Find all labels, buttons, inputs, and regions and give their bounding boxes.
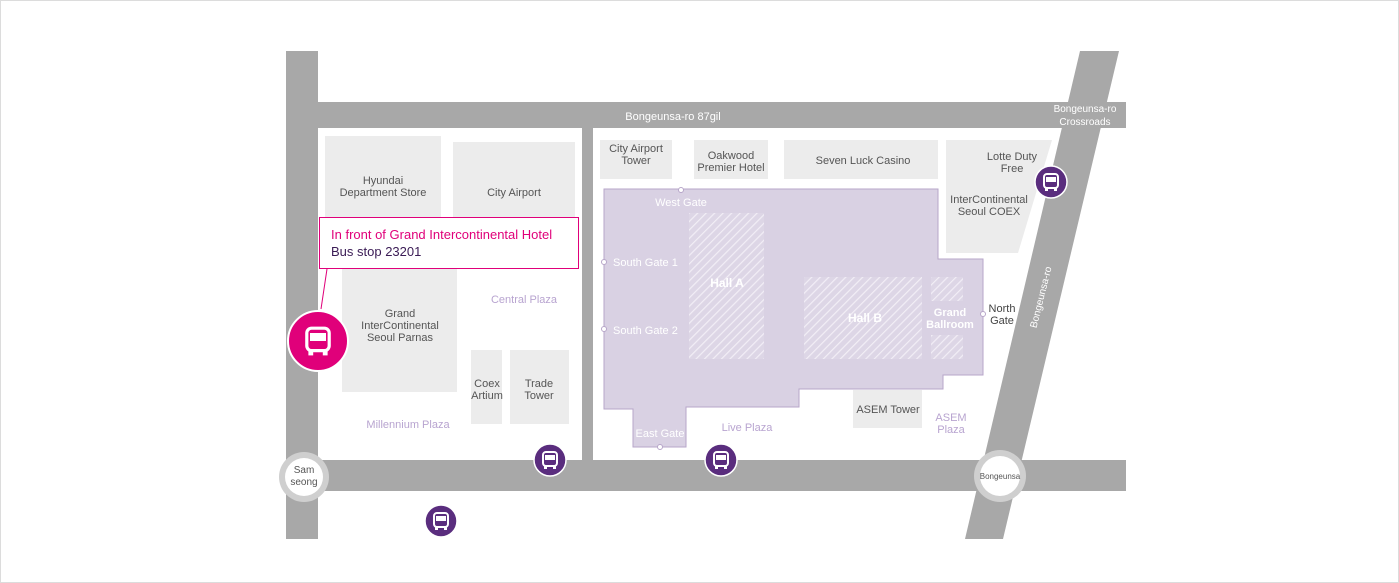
- label-ic-coex-2: Seoul COEX: [958, 206, 1021, 218]
- label-seven-luck: Seven Luck Casino: [816, 155, 911, 167]
- label-coex-artium-1: Coex: [474, 378, 500, 390]
- building-labels: Hyundai Department Store City Airport Gr…: [340, 143, 1038, 416]
- label-ballroom-1: Grand: [934, 307, 966, 319]
- label-hyundai-1: Hyundai: [363, 175, 403, 187]
- subway-station-bongeunsa[interactable]: Bongeunsa: [974, 450, 1026, 502]
- label-north-gate-1: North: [989, 303, 1016, 315]
- bus-stop-highlighted[interactable]: [287, 310, 349, 372]
- label-millennium-plaza: Millennium Plaza: [366, 419, 450, 431]
- label-live-plaza: Live Plaza: [722, 422, 774, 434]
- hall-b-area: [804, 277, 922, 359]
- bus-stop-lotte[interactable]: [1034, 165, 1068, 199]
- label-central-plaza: Central Plaza: [491, 294, 558, 306]
- label-grand-ic-2: InterContinental: [361, 320, 439, 332]
- bus-stop-south[interactable]: [424, 504, 458, 538]
- label-samseong-1: Sam: [294, 465, 315, 476]
- label-city-airport-tower-1: City Airport: [609, 143, 663, 155]
- subway-station-samseong[interactable]: Sam seong: [279, 452, 329, 502]
- label-bongeunsa: Bongeunsa: [980, 472, 1021, 481]
- label-lotte-1: Lotte Duty: [987, 151, 1038, 163]
- label-asem-plaza-1: ASEM: [935, 412, 966, 424]
- bus-stop-trade-tower[interactable]: [533, 443, 567, 477]
- label-south-gate-1: South Gate 1: [613, 257, 678, 269]
- label-ballroom-2: Ballroom: [926, 319, 974, 331]
- label-asem-tower: ASEM Tower: [856, 404, 920, 416]
- right-block-buildings: [600, 140, 1052, 428]
- plaza-labels: Central Plaza Millennium Plaza Live Plaz…: [366, 294, 966, 436]
- ballroom-area-bottom: [931, 335, 963, 359]
- label-west-gate: West Gate: [655, 197, 707, 209]
- west-gate-dot: [678, 187, 684, 193]
- callout-pointer: [320, 268, 328, 310]
- road-middle-vertical: [582, 128, 593, 460]
- label-trade-tower-2: Tower: [524, 390, 554, 402]
- label-east-gate: East Gate: [636, 428, 685, 440]
- bus-stop-callout: In front of Grand Intercontinental Hotel…: [319, 217, 579, 269]
- coex-complex: [601, 187, 986, 450]
- label-north-gate-2: Gate: [990, 315, 1014, 327]
- building-grand-intercontinental: [342, 259, 457, 392]
- building-oakwood: [694, 140, 768, 179]
- building-asem-tower: [853, 390, 922, 428]
- building-trade-tower: [510, 350, 569, 424]
- label-south-gate-2: South Gate 2: [613, 325, 678, 337]
- road-diagonal: [965, 51, 1119, 539]
- label-grand-ic-1: Grand: [385, 308, 416, 320]
- south-gate-1-dot: [601, 259, 607, 265]
- south-gate-2-dot: [601, 326, 607, 332]
- street-label-crossroads-2: Crossroads: [1059, 117, 1110, 128]
- coex-labels: West Gate South Gate 1 South Gate 2 East…: [613, 197, 1015, 440]
- label-coex-artium-2: Artium: [471, 390, 503, 402]
- label-trade-tower-1: Trade: [525, 378, 553, 390]
- east-gate-dot: [657, 444, 663, 450]
- label-asem-plaza-2: Plaza: [937, 424, 965, 436]
- callout-title: In front of Grand Intercontinental Hotel: [331, 227, 553, 242]
- label-oakwood-2: Premier Hotel: [697, 162, 764, 174]
- bus-stop-live-plaza[interactable]: [704, 443, 738, 477]
- building-seven-luck-casino: [784, 140, 938, 179]
- label-lotte-2: Free: [1001, 163, 1024, 175]
- label-hall-a: Hall A: [710, 276, 744, 290]
- callout-subtitle: Bus stop 23201: [331, 244, 422, 259]
- building-city-airport: [453, 142, 575, 217]
- label-hyundai-2: Department Store: [340, 187, 427, 199]
- label-samseong-2: seong: [290, 477, 317, 488]
- street-label-crossroads-1: Bongeunsa-ro: [1054, 104, 1117, 115]
- street-label-top: Bongeunsa-ro 87gil: [625, 111, 720, 123]
- label-grand-ic-3: Seoul Parnas: [367, 332, 434, 344]
- ballroom-area-top: [931, 277, 963, 301]
- building-hyundai: [325, 136, 441, 217]
- building-coex-artium: [471, 350, 502, 424]
- north-gate-dot: [980, 311, 986, 317]
- left-block-buildings: [325, 136, 575, 424]
- coex-footprint: [603, 188, 984, 448]
- road-top: [318, 102, 1126, 128]
- label-city-airport: City Airport: [487, 187, 541, 199]
- hall-a-area: [689, 213, 764, 359]
- building-city-airport-tower: [600, 140, 672, 179]
- building-intercontinental-coex: [946, 140, 1052, 253]
- label-city-airport-tower-2: Tower: [621, 155, 651, 167]
- label-ic-coex-1: InterContinental: [950, 194, 1028, 206]
- label-oakwood-1: Oakwood: [708, 150, 754, 162]
- label-hall-b: Hall B: [848, 311, 882, 325]
